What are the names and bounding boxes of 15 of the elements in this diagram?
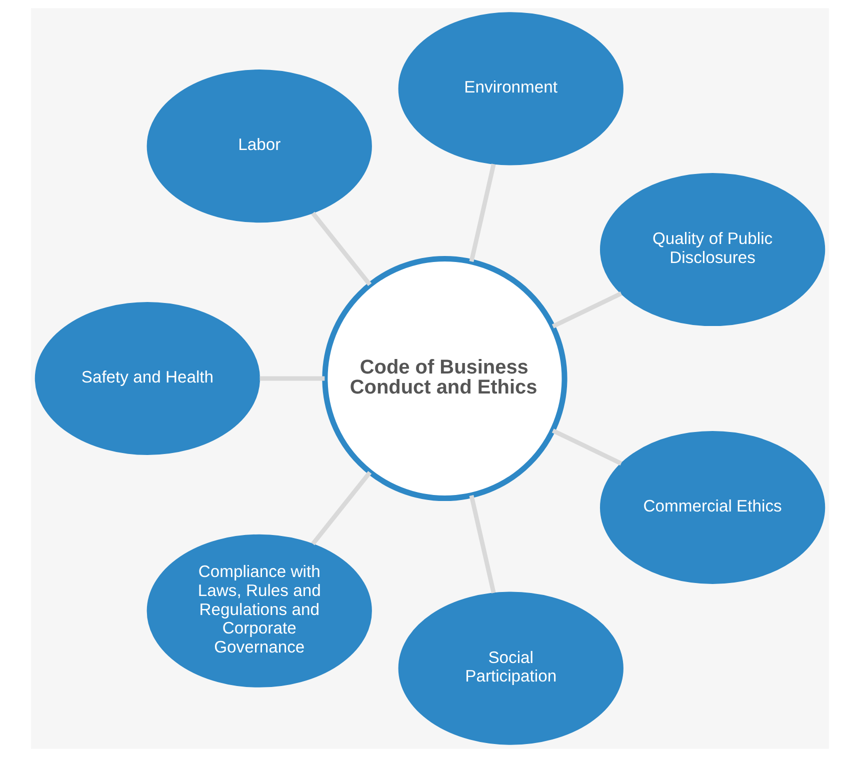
node-ellipse: Labor [146, 70, 372, 223]
connector [260, 376, 325, 381]
node-ellipse: Compliance with Laws, Rules and Regulations and Corporate Governance [146, 534, 372, 688]
node-ellipse: Environment [398, 12, 624, 166]
connector [469, 495, 496, 594]
connector [469, 164, 496, 262]
connector [311, 470, 372, 546]
node-ellipse: Quality of Public Disclosures [600, 172, 826, 326]
connector [552, 292, 622, 328]
connector [311, 212, 372, 286]
node-ellipse: Social Participation [398, 592, 624, 745]
node-ellipse: Safety and Health [34, 302, 260, 456]
connector [552, 428, 622, 466]
node-ellipse: Commercial Ethics [600, 430, 826, 584]
node-circle: Code of Business Conduct and Ethics [322, 256, 568, 502]
